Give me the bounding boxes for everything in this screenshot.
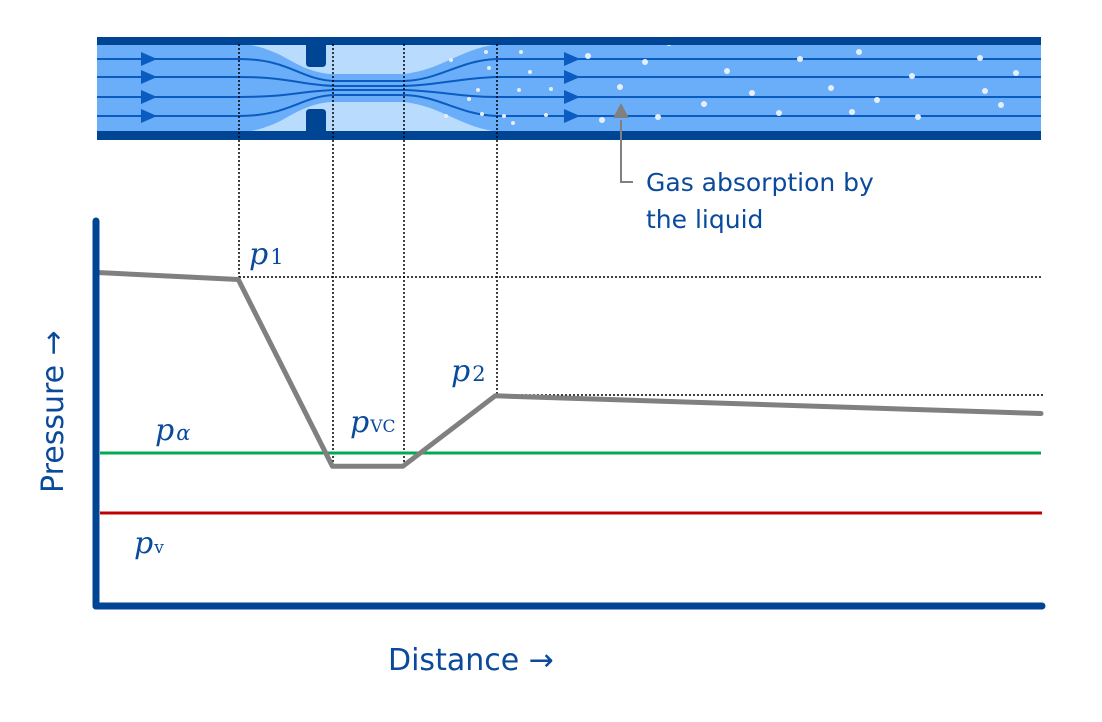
streamline-4 <box>97 94 1041 117</box>
callout-text-line2: the liquid <box>646 205 763 234</box>
gas-bubble <box>776 110 782 116</box>
gas-bubble <box>549 87 553 91</box>
gas-bubble <box>519 50 523 54</box>
gas-bubble <box>982 88 988 94</box>
flow-arrow-icon <box>141 52 157 66</box>
callout-text-line1: Gas absorption by <box>646 168 874 197</box>
y-axis-label: Pressure → <box>36 330 71 493</box>
gas-bubble <box>480 112 484 116</box>
gas-bubble <box>617 84 623 90</box>
label-p1: p1 <box>249 237 284 272</box>
pipe <box>97 37 1041 140</box>
gas-bubble <box>998 102 1004 108</box>
gas-bubble <box>449 58 453 62</box>
gas-bubble <box>977 55 983 61</box>
gas-bubble <box>724 68 730 74</box>
gas-bubble <box>749 90 755 96</box>
pipe-wall-top <box>97 37 1041 45</box>
gas-bubble <box>797 56 803 62</box>
flow-arrow-icon <box>141 109 157 123</box>
flow-arrow-icon <box>564 70 580 84</box>
gas-bubble <box>528 70 532 74</box>
gas-bubble <box>915 114 921 120</box>
streamline-3 <box>97 89 1041 98</box>
streamlines <box>97 58 1041 117</box>
flow-arrow-icon <box>141 70 157 84</box>
orifice-plate-bottom <box>306 109 326 132</box>
gas-bubble <box>511 121 515 125</box>
flow-arrow-icon <box>564 109 580 123</box>
gas-bubble <box>476 88 480 92</box>
callout-leader-line <box>620 120 633 183</box>
gas-bubble <box>849 109 855 115</box>
gas-bubble <box>599 117 605 123</box>
callout-arrow-icon <box>613 103 629 118</box>
label-pv: pv <box>134 526 164 561</box>
gas-bubble <box>444 114 448 118</box>
gas-absorption-callout: Gas absorption by the liquid <box>613 103 874 234</box>
gas-bubble <box>701 101 707 107</box>
jet-recirculation-zone-top <box>239 44 500 74</box>
gas-bubble <box>828 85 834 91</box>
gas-bubble <box>484 50 488 54</box>
jet-recirculation-zone-bottom <box>239 102 500 132</box>
gas-bubble <box>585 53 591 59</box>
axes: Pressure → Distance → <box>36 217 1046 678</box>
streamline-1 <box>97 58 1041 82</box>
gas-bubble <box>502 114 506 118</box>
label-pvc: pVC <box>350 405 396 440</box>
pipe-wall-bottom <box>97 131 1041 140</box>
pressure-curve <box>97 270 1044 469</box>
gas-bubble <box>856 49 862 55</box>
gas-bubble <box>544 113 548 117</box>
label-palpha: pα <box>155 413 190 448</box>
flow-arrows-inlet <box>141 52 157 123</box>
flow-arrows-outlet <box>564 52 580 123</box>
jet-recirculation-zone <box>239 44 497 132</box>
gas-bubble <box>487 66 491 70</box>
flow-arrow-icon <box>564 52 580 66</box>
gas-bubble <box>655 114 661 120</box>
gas-bubble <box>909 73 915 79</box>
x-axis-label: Distance → <box>388 643 554 678</box>
gas-bubble <box>467 97 471 101</box>
flow-arrow-icon <box>564 90 580 104</box>
gas-bubble <box>1013 70 1019 76</box>
guide-lines <box>238 44 1043 465</box>
pressure-labels: p1 p2 pVC pα pv <box>134 237 486 561</box>
orifice-plate-top <box>306 44 326 67</box>
gas-bubble <box>642 59 648 65</box>
flow-arrow-icon <box>141 90 157 104</box>
gas-bubble <box>517 88 521 92</box>
streamline-2 <box>97 76 1041 87</box>
gas-bubbles <box>444 44 1019 125</box>
label-p2: p2 <box>451 354 486 389</box>
gas-bubble <box>874 97 880 103</box>
